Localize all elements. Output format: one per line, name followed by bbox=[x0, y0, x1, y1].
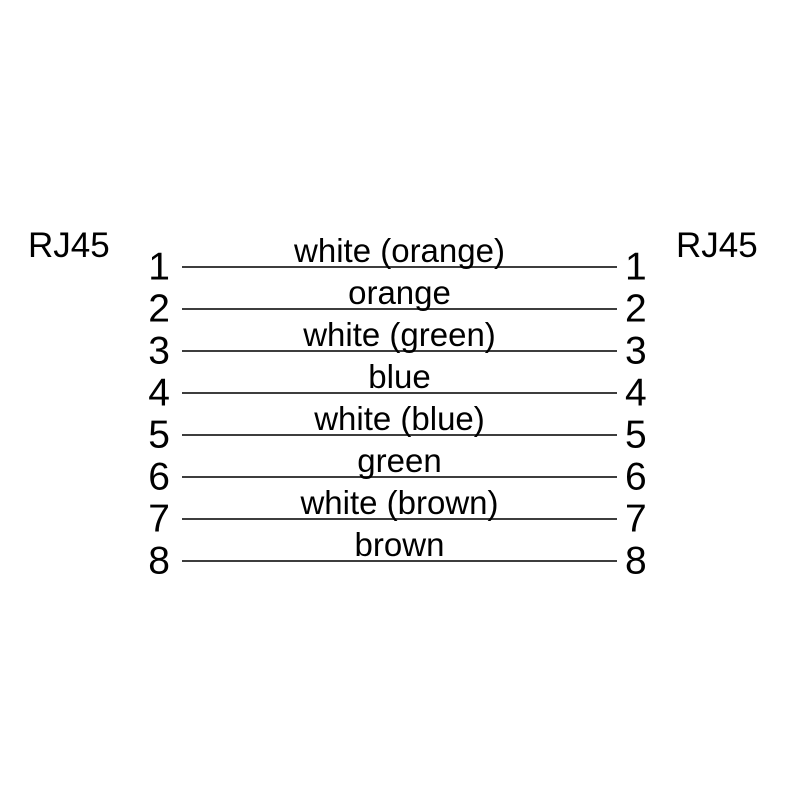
pin-number-left: 2 bbox=[148, 287, 170, 331]
wire-row: 3 white (green) 3 bbox=[148, 318, 646, 371]
pin-number-right: 1 bbox=[625, 245, 647, 289]
wire-color-label: brown bbox=[354, 526, 445, 563]
wire-row: 2 orange 2 bbox=[148, 276, 646, 329]
pin-number-right: 3 bbox=[625, 329, 647, 373]
pin-number-left: 4 bbox=[148, 371, 170, 415]
pin-number-right: 2 bbox=[625, 287, 647, 331]
wire-row: 4 blue 4 bbox=[148, 360, 646, 413]
pin-number-left: 1 bbox=[148, 245, 170, 289]
wire-color-label: blue bbox=[368, 358, 431, 395]
pin-number-right: 8 bbox=[625, 539, 647, 583]
wire-row: 6 green 6 bbox=[148, 444, 646, 497]
wire-color-label: white (brown) bbox=[300, 484, 499, 521]
wire-color-label: orange bbox=[348, 274, 451, 311]
wire-color-label: white (green) bbox=[303, 316, 496, 353]
pin-number-left: 6 bbox=[148, 455, 170, 499]
wire-color-label: white (orange) bbox=[294, 232, 505, 269]
pin-number-left: 7 bbox=[148, 497, 170, 541]
pin-number-left: 3 bbox=[148, 329, 170, 373]
wire-row: 5 white (blue) 5 bbox=[148, 402, 646, 455]
pin-number-right: 6 bbox=[625, 455, 647, 499]
wire-row: 1 white (orange) 1 bbox=[148, 234, 646, 287]
pin-number-left: 8 bbox=[148, 539, 170, 583]
left-connector-label: RJ45 bbox=[28, 226, 110, 265]
wire-row: 7 white (brown) 7 bbox=[148, 486, 646, 539]
wire-color-label: green bbox=[357, 442, 442, 479]
pin-number-right: 7 bbox=[625, 497, 647, 541]
wire-row: 8 brown 8 bbox=[148, 528, 646, 581]
wire-color-label: white (blue) bbox=[314, 400, 485, 437]
pin-number-right: 5 bbox=[625, 413, 647, 457]
pin-number-left: 5 bbox=[148, 413, 170, 457]
right-connector-label: RJ45 bbox=[676, 226, 758, 265]
pin-number-right: 4 bbox=[625, 371, 647, 415]
